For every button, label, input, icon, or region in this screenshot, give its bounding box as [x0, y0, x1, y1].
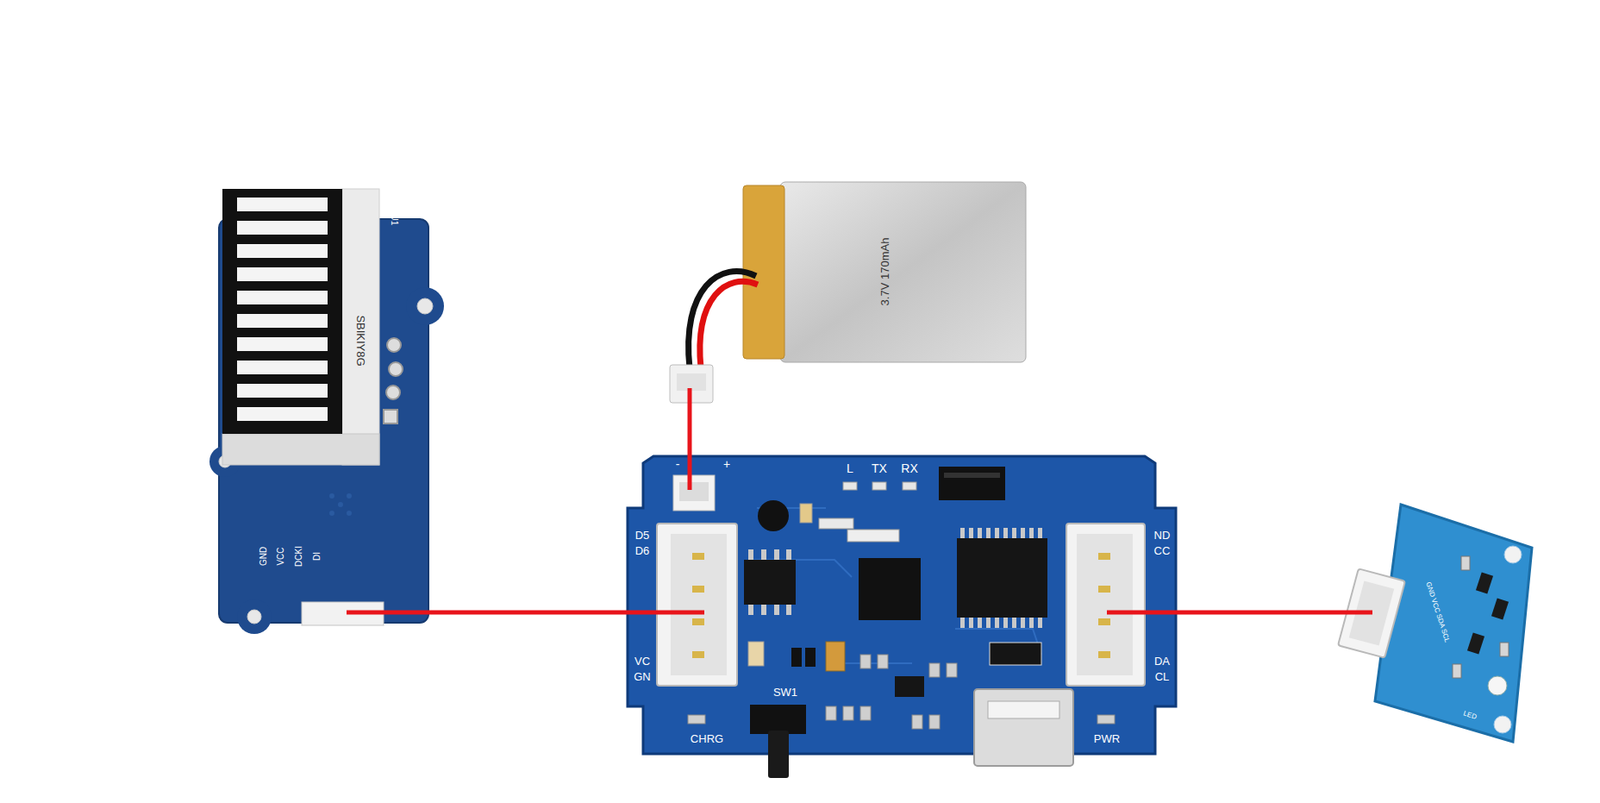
- led-label: RX: [900, 462, 918, 475]
- ref-designator: U1: [389, 214, 400, 226]
- led-bar-module-art: [209, 188, 444, 634]
- light-sensor-art: [1337, 504, 1532, 742]
- light-sensor-module: GND VCC SDA SCL LED: [1340, 504, 1552, 746]
- polarity-mark: +: [723, 457, 731, 471]
- pin-name: GND VCC SDA SCL: [1424, 581, 1451, 644]
- pin-name: CC: [1154, 544, 1171, 557]
- pin-name: GN: [633, 670, 651, 683]
- led-label: TX: [871, 462, 888, 475]
- led-label: PWR: [1093, 732, 1120, 745]
- led-label: L: [846, 462, 854, 475]
- pin-name: VCC: [275, 546, 286, 565]
- wire: [1179, 610, 1341, 615]
- pin-name: DCKI: [293, 545, 304, 567]
- pin-name: DA: [1154, 655, 1170, 668]
- wire: [687, 418, 693, 457]
- battery-rating: 3.7V 170mAh: [879, 237, 892, 307]
- wire: [435, 610, 628, 615]
- pin-name: D5: [635, 529, 650, 542]
- battery: 3.7V 170mAh: [659, 176, 1031, 419]
- pin-name: GND: [258, 546, 269, 566]
- part-marking: SBIKIY8G: [354, 314, 367, 366]
- controller-board: - + L TX RX D5D6VC GN ND CC DA CL SW1CHRG PWR: [627, 456, 1180, 780]
- pin-name: CL: [1155, 670, 1170, 683]
- component-label: LED: [1462, 709, 1478, 721]
- led-bar-module: SBIKIY8G U1GND VCC DCKI DI: [202, 185, 436, 630]
- battery-art: [669, 181, 1026, 419]
- pin-name: D6: [635, 544, 650, 557]
- pin-name: DI: [312, 551, 322, 561]
- pin-name: ND: [1154, 529, 1171, 542]
- polarity-mark: -: [675, 457, 681, 471]
- led-label: CHRG: [690, 732, 724, 745]
- pin-name: VC: [634, 655, 650, 668]
- controller-board-art: [627, 456, 1180, 778]
- switch-label: SW1: [773, 686, 798, 699]
